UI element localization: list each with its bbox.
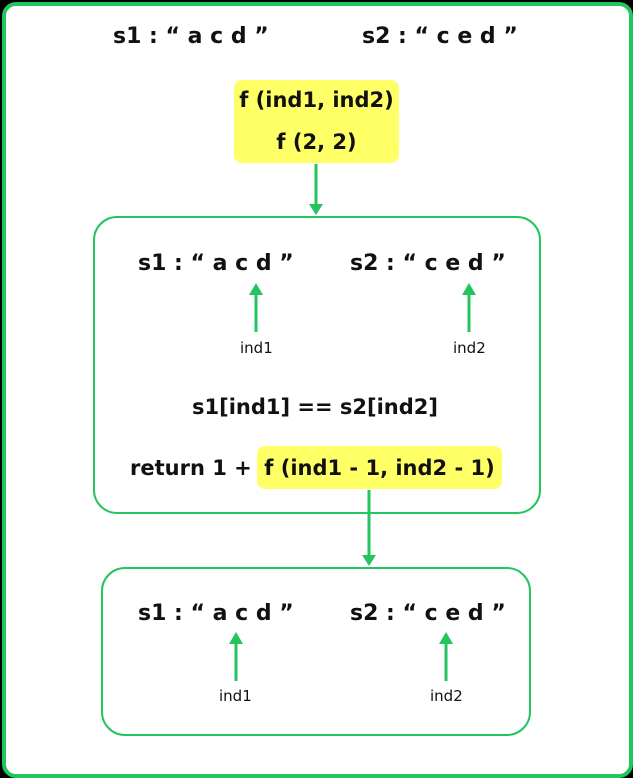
call-box: [234, 80, 399, 163]
call-signature: f (ind1, ind2): [239, 88, 394, 112]
bottom-ind2-label: ind2: [430, 687, 463, 705]
bottom-ind1-label: ind1: [219, 687, 252, 705]
bottom-s2-string: s2 : “ c e d ”: [350, 601, 506, 626]
top-s2-string: s2 : “ c e d ”: [362, 24, 518, 49]
middle-ind2-pointer-head: [462, 283, 476, 295]
bottom-ind2-pointer-head: [439, 632, 453, 644]
call-arguments: f (2, 2): [276, 130, 357, 154]
recursive-call-highlight: [257, 446, 502, 489]
connector-arrowhead-top: [309, 204, 323, 215]
middle-s2-string: s2 : “ c e d ”: [350, 251, 506, 276]
middle-ind2-label: ind2: [453, 339, 486, 357]
middle-s1-string: s1 : “ a c d ”: [138, 251, 294, 276]
bottom-frame-box: [101, 567, 531, 736]
recursive-call-text: f (ind1 - 1, ind2 - 1): [264, 456, 495, 480]
middle-ind1-label: ind1: [240, 339, 273, 357]
connector-arrowhead-bottom: [362, 555, 376, 566]
middle-ind1-pointer-head: [249, 283, 263, 295]
condition-text: s1[ind1] == s2[ind2]: [191, 395, 438, 419]
bottom-s1-string: s1 : “ a c d ”: [138, 601, 294, 626]
return-prefix: return 1 +: [130, 456, 252, 480]
bottom-ind1-pointer-head: [229, 632, 243, 644]
top-s1-string: s1 : “ a c d ”: [113, 24, 269, 49]
